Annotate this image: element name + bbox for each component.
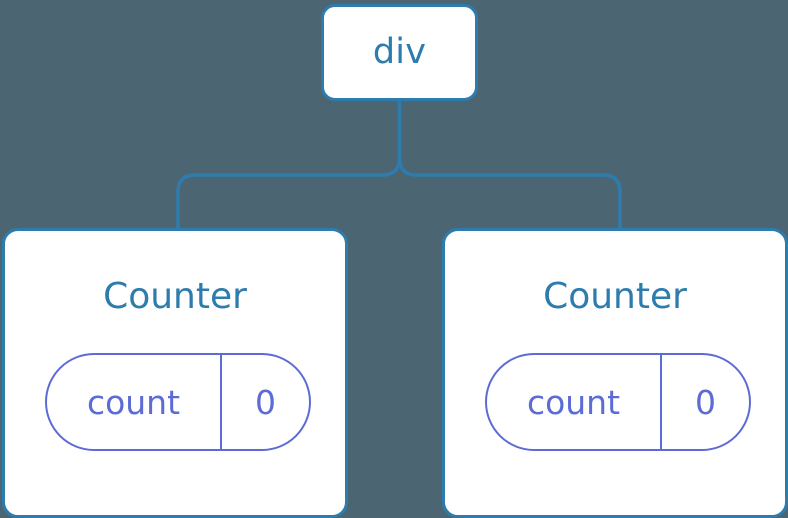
state-divider-counter-1 xyxy=(660,355,662,449)
edge-div-to-counter-1 xyxy=(397,156,622,231)
state-key-counter-1: count xyxy=(526,382,621,422)
node-div-label: div xyxy=(372,32,427,72)
connector-layer xyxy=(176,99,622,231)
node-counter-0[interactable]: Counter count 0 xyxy=(2,228,348,518)
node-counter-1[interactable]: Counter count 0 xyxy=(442,228,788,518)
component-tree-diagram: div Counter count 0 Counter count 0 xyxy=(2,4,788,518)
state-divider-counter-0 xyxy=(220,355,222,449)
state-key-counter-0: count xyxy=(86,382,181,422)
node-div[interactable]: div xyxy=(321,4,478,101)
edge-div-to-counter-0 xyxy=(176,156,402,231)
node-counter-0-label: Counter xyxy=(103,276,247,317)
state-pill-counter-0[interactable]: count 0 xyxy=(45,353,311,451)
state-pill-counter-1[interactable]: count 0 xyxy=(485,353,751,451)
state-value-counter-1: 0 xyxy=(695,382,716,422)
state-value-counter-0: 0 xyxy=(255,382,276,422)
node-counter-1-label: Counter xyxy=(543,276,687,317)
